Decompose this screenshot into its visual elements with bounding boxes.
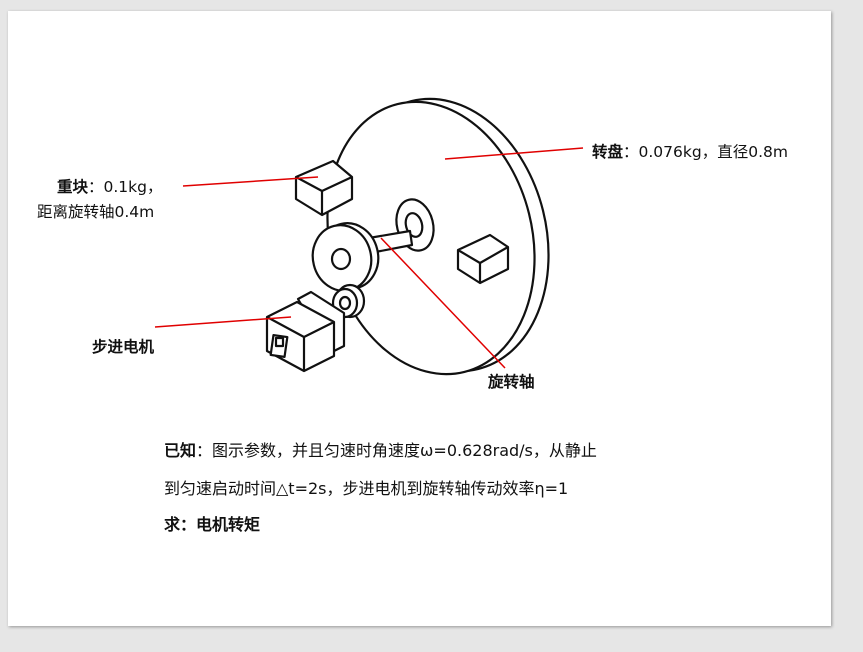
label-disc-title: 转盘 <box>592 143 624 161</box>
label-shaft: 旋转轴 <box>488 373 535 391</box>
leader-motor <box>154 316 292 328</box>
disc-mechanism-diagram <box>154 97 584 376</box>
label-weight-value: ：0.1kg， <box>88 178 163 196</box>
problem-ask: 求：电机转矩 <box>164 515 261 534</box>
label-weight-distance: 距离旋转轴0.4m <box>37 203 155 221</box>
label-weight: 重块：0.1kg， <box>57 175 162 197</box>
problem-known-line1: 已知：图示参数，并且匀速时角速度ω=0.628rad/s，从静止 <box>164 437 597 461</box>
leader-shaft <box>380 237 506 369</box>
label-weight-title: 重块 <box>57 178 89 196</box>
weight-block-left <box>294 159 354 217</box>
label-motor: 步进电机 <box>92 338 155 356</box>
leader-disc <box>444 147 584 160</box>
problem-known-line2: 到匀速启动时间△t=2s，步进电机到旋转轴传动效率η=1 <box>164 479 569 498</box>
problem-line1-text: ：图示参数，并且匀速时角速度ω=0.628rad/s，从静止 <box>196 441 597 460</box>
slide: 重块：0.1kg， 距离旋转轴0.4m 转盘：0.076kg，直径0.8m 步进… <box>8 11 831 626</box>
label-disc: 转盘：0.076kg，直径0.8m <box>592 140 788 162</box>
stepper-motor <box>265 300 336 373</box>
problem-known-title: 已知 <box>164 441 197 460</box>
weight-block-right <box>456 233 510 285</box>
label-disc-value: ：0.076kg，直径0.8m <box>623 143 788 161</box>
leader-weight <box>182 176 319 187</box>
